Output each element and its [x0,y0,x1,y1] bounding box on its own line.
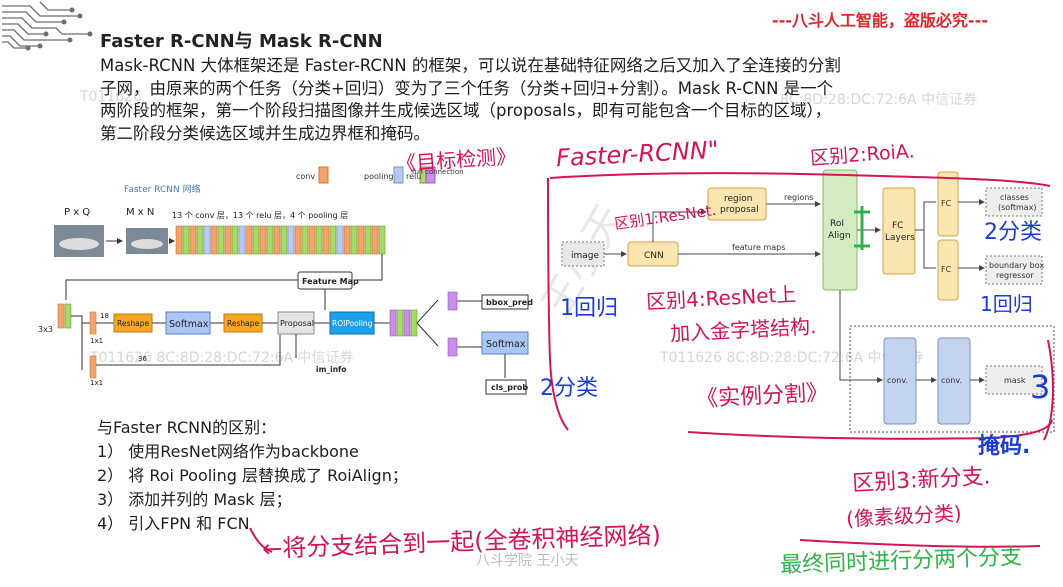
mask-rcnn-diagram: image CNN region proposal regions featur… [561,169,1055,433]
cls-prob-box [485,379,527,395]
region-proposal-label-1: region [724,194,752,204]
feature-maps-label: feature maps [732,243,785,252]
reshape-label-2: Reshape [227,319,260,328]
mxn-label: M x N [126,207,154,218]
fc-top-box [937,171,959,237]
kernel-3x3-label: 3x3 [38,325,53,334]
paragraph-line: Mask-RCNN 大体框架还是 Faster-RCNN 的框架，可以说在基础特… [100,56,841,75]
paragraph-line: 子网，由原来的两个任务（分类+回归）变为了三个任务（分类+回归+分割）。Mask… [100,78,834,98]
note-two-class-right: 2分类 [984,220,1042,245]
fc-top-label: FC [941,199,952,208]
regions-label: regions [784,193,813,202]
roi-align-label-2: Align [828,231,851,241]
legend-relu-label: relu [406,172,421,181]
bbox-regressor-label-2: regressor [996,271,1034,280]
cls-prob-label: cls_prob [491,383,528,392]
fc-bottom-box [937,239,959,301]
im-info-label: im_info [316,365,346,374]
watermark-faint-bottom: 八斗学院 王小天 [476,553,579,569]
classes-label-1: classes [1000,193,1029,202]
mask-output-label: mask [1004,376,1026,385]
pxq-label: P x Q [64,207,90,218]
faster-rcnn-net-title: Faster RCNN 网络 [124,183,201,195]
legend-pooling-swatch [393,166,404,184]
fc-bottom-label: FC [941,265,952,274]
note-diff3: 区别3:新分支. [851,464,992,497]
kernel-1x1-bottom: 1x1 [90,379,103,387]
mask-output-box [985,365,1043,395]
paragraph-line: 第二阶段分类候选区域并生成边界框和掩码。 [100,123,430,143]
channels-18: 18 [100,312,109,320]
legend-fc-swatch [425,166,436,184]
conv-layer-stack [175,225,386,255]
note-one-reg-right: 1回归 [980,292,1033,316]
differences-item: 1） 使用ResNet网络作为backbone [97,442,359,461]
conv-label-1: conv. [887,376,908,385]
region-proposal-label-2: proposal [720,205,759,215]
faster-rcnn-diagram: conv pooling relu full connection Faster… [38,166,533,395]
fc-layers-label-2: Layers [885,233,915,243]
watermark-faint-left: T011626 8C:8D:28:DC:72:6A 中信证券 [90,350,354,366]
softmax-label-2: Softmax [486,339,526,350]
note-one-reg-left: 1回归 [560,296,618,321]
note-mask: 掩码. [978,434,1031,459]
differences-item: 3） 添加并列的 Mask 层； [97,490,292,509]
differences-item: 4） 引入FPN 和 FCN [97,514,250,533]
roi-align-label-1: RoI [830,219,844,229]
proposal-label: Proposal [280,319,314,328]
watermark-faint-top-right: 8C:8D:28:DC:72:6A 中信证券 [780,92,978,108]
note-final: 最终同时进行分两个分支 [779,544,1023,579]
intro-paragraph: Mask-RCNN 大体框架还是 Faster-RCNN 的框架，可以说在基础特… [100,55,990,145]
circuit-logo-icon [2,1,93,51]
legend-conv-label: conv [296,172,315,181]
legend-conv-swatch [318,166,329,184]
kernel-1x1-top: 1x1 [90,337,103,345]
classes-box [985,187,1043,217]
differences-list: 与Faster RCNN的区别： 1） 使用ResNet网络作为backbone… [97,416,408,536]
bbox-regressor-box [985,255,1043,285]
legend-pooling-label: pooling [364,172,393,181]
fc-layers-box [882,187,916,275]
copyright-banner: ---八斗人工智能，盗版必究--- [772,11,988,30]
watermark-faint-top-left: T011626 [80,89,142,105]
legend-fc-label: full connection [412,168,464,176]
image-label: image [571,251,599,261]
roi-pooling-label: ROIPooling [332,319,373,328]
green-ink-mark [854,206,870,250]
bbox-pred-box [481,294,529,310]
roi-align-box [822,169,858,291]
fc-layers-label-1: FC [892,221,903,231]
note-two-class-left: 2分类 [540,376,598,401]
cnn-label: CNN [644,251,664,261]
channels-36: 36 [138,355,147,363]
paragraph-line: 两阶段的框架，第一个阶段扫描图像并生成候选区域（proposals，即有可能包含… [100,101,832,120]
watermark-faint-right: T011626 8C:8D:28:DC:72:6A 中信证券 [660,350,924,366]
page-title: Faster R-CNN与 Mask R-CNN [100,31,383,52]
differences-item: 2） 将 Roi Pooling 层替换成了 RoiAlign； [97,466,408,485]
feature-map-label: Feature Map [302,277,359,286]
note-pixel-class: (像素级分类) [845,500,963,532]
softmax-label-1: Softmax [169,319,209,330]
conv-label-2: conv. [941,376,962,385]
bbox-regressor-label-1: boundary box [989,261,1044,270]
differences-heading: 与Faster RCNN的区别： [97,418,277,437]
layers-note: 13 个 conv 层，13 个 relu 层，4 个 pooling 层 [172,211,348,220]
reshape-label-1: Reshape [117,319,150,328]
bbox-pred-label: bbox_pred [486,298,533,307]
note-three: 3 [1030,368,1051,406]
classes-label-2: (softmax) [998,203,1037,212]
